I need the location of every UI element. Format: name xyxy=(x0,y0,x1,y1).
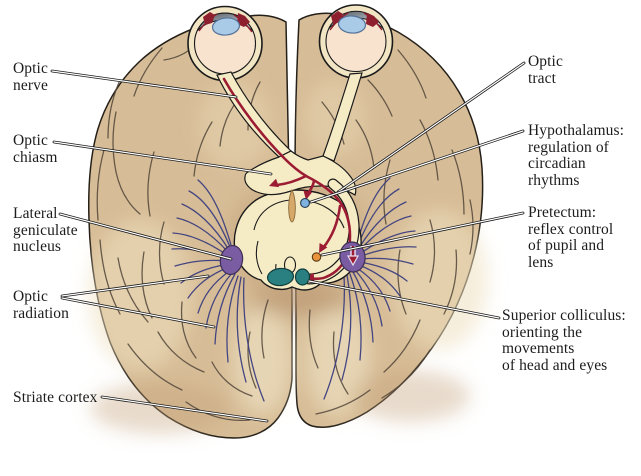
leader-optic-tract xyxy=(336,61,526,194)
leader-lgn xyxy=(58,212,233,261)
lens-left xyxy=(211,17,241,36)
label-lateral-geniculate-nucleus: Lateral geniculate nucleus xyxy=(13,205,78,255)
label-optic-radiation: Optic radiation xyxy=(13,288,69,322)
left-eye xyxy=(187,5,263,82)
optic-radiation-right xyxy=(323,177,417,400)
pretectum-branch xyxy=(321,204,342,250)
iris-right-wing xyxy=(237,13,250,27)
hypothalamus-dot xyxy=(300,198,310,208)
right-eye xyxy=(318,4,394,79)
iris-left-wing xyxy=(203,12,215,25)
leader-striate-cortex xyxy=(100,395,269,423)
label-pretectum: Pretectum: reflex control of pupil and l… xyxy=(528,204,614,271)
optic-radiation-left xyxy=(171,179,265,402)
third-ventricle xyxy=(288,188,296,223)
superior-colliculus-right xyxy=(294,268,311,286)
label-optic-chiasm: Optic chiasm xyxy=(13,132,58,166)
label-hypothalamus: Hypothalamus: regulation of circadian rh… xyxy=(528,122,625,189)
leader-optic-nerve xyxy=(50,69,238,99)
lens-right xyxy=(337,15,367,34)
leader-superior-colliculus xyxy=(307,279,501,320)
leader-optic-chiasm xyxy=(52,140,273,176)
label-optic-nerve: Optic nerve xyxy=(13,60,48,94)
midbrain-section xyxy=(233,189,362,291)
optic-nerve-right-sheath xyxy=(322,72,363,162)
superior-colliculus-left xyxy=(266,267,295,287)
label-optic-tract: Optic tract xyxy=(528,53,563,87)
pretectum-dot xyxy=(311,252,322,262)
leader-optic-radiation-lower xyxy=(60,296,216,329)
leader-optic-radiation-upper xyxy=(60,274,210,298)
label-superior-colliculus: Superior colliculus: orienting the movem… xyxy=(502,307,626,374)
leader-hypothalamus xyxy=(309,129,525,204)
leader-pretectum xyxy=(320,211,525,257)
leader-lines xyxy=(50,61,526,423)
label-striate-cortex: Striate cortex xyxy=(13,389,98,406)
optic-tract-left-stub xyxy=(275,174,308,187)
optic-nerve-fiber xyxy=(222,77,308,178)
